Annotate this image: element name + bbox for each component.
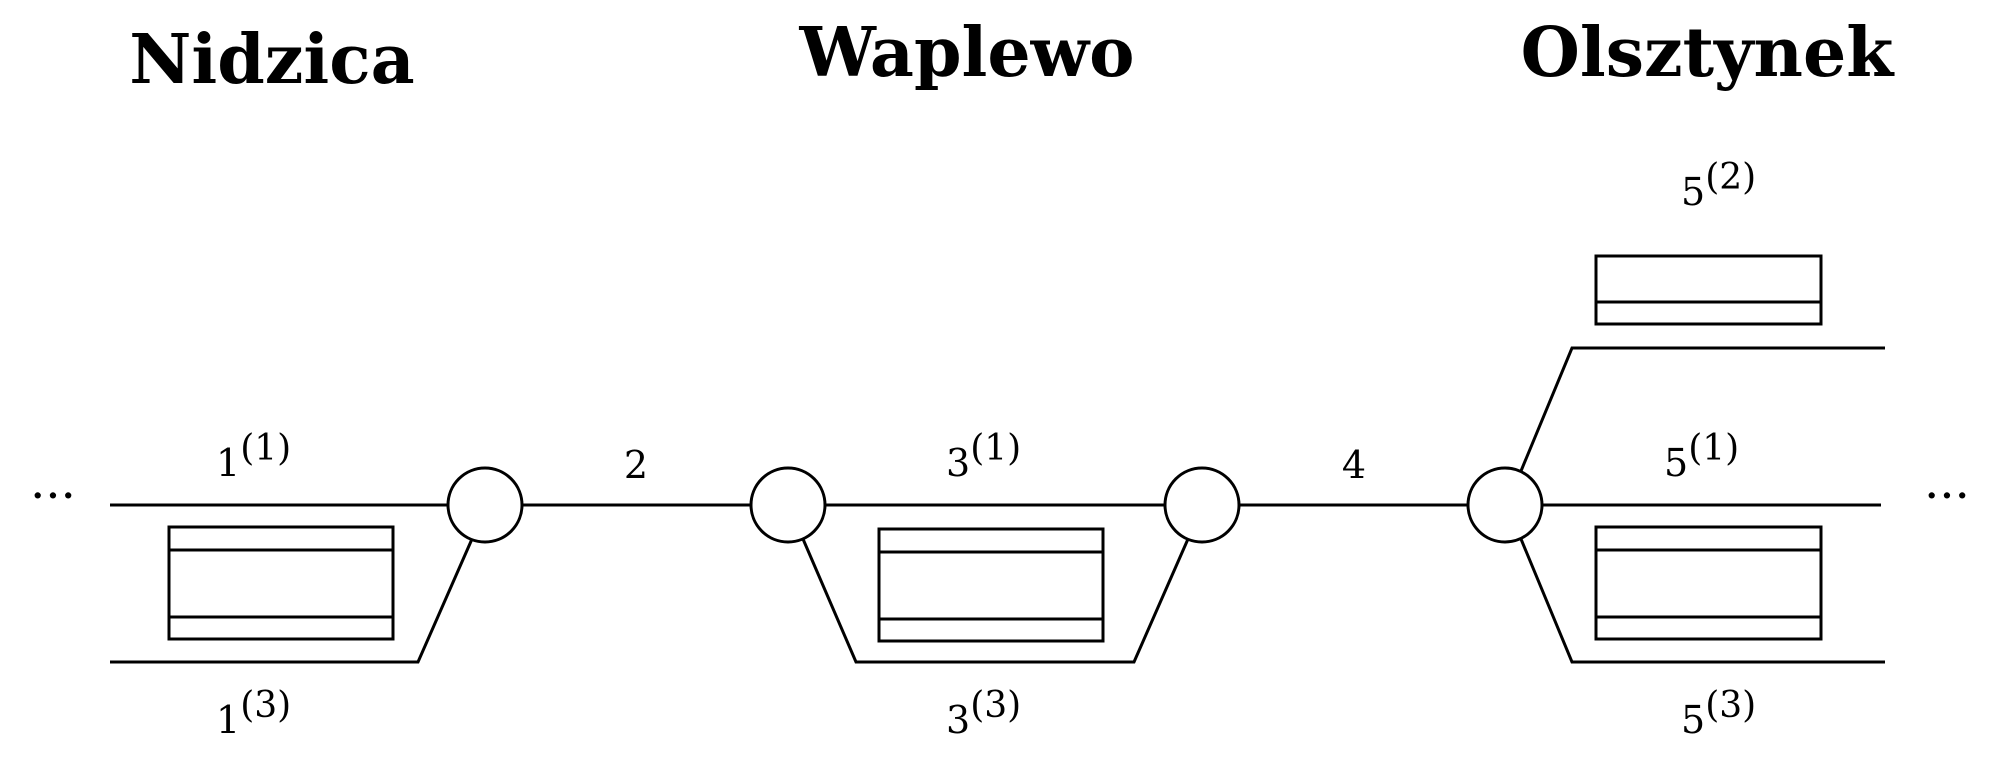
label-track-5-1: 5(1) bbox=[1664, 428, 1739, 485]
station-title-waplewo: Waplewo bbox=[798, 13, 1134, 93]
switch-waplewo-west bbox=[749, 466, 827, 544]
station-title-olsztynek: Olsztynek bbox=[1521, 13, 1896, 93]
continuation-left: ··· bbox=[30, 468, 76, 524]
station-waplewo bbox=[749, 466, 1241, 664]
track-5-2 bbox=[1519, 346, 1885, 472]
label-track-5-2: 5(2) bbox=[1681, 157, 1756, 214]
label-track-2: 2 bbox=[624, 443, 648, 487]
track-3-3 bbox=[801, 538, 1190, 664]
switch-waplewo-east bbox=[1163, 466, 1241, 544]
label-track-1-3: 1(3) bbox=[216, 685, 291, 742]
platform-olsztynek-top bbox=[1594, 254, 1823, 326]
platform-nidzica bbox=[167, 525, 395, 641]
platform-waplewo bbox=[877, 527, 1105, 643]
label-track-4: 4 bbox=[1342, 443, 1366, 487]
station-olsztynek bbox=[1466, 254, 1885, 664]
station-title-nidzica: Nidzica bbox=[129, 20, 414, 100]
label-track-5-3: 5(3) bbox=[1681, 685, 1756, 742]
label-track-3-1: 3(1) bbox=[946, 428, 1021, 485]
label-track-3-3: 3(3) bbox=[946, 685, 1021, 742]
continuation-right: ··· bbox=[1924, 468, 1970, 524]
label-track-1-1: 1(1) bbox=[216, 428, 291, 485]
switch-olsztynek-west bbox=[1466, 466, 1544, 544]
track-5-3 bbox=[1519, 538, 1885, 664]
track-1-3 bbox=[110, 538, 474, 664]
switch-nidzica-east bbox=[446, 466, 524, 544]
platform-olsztynek bbox=[1594, 525, 1823, 641]
station-nidzica bbox=[110, 466, 524, 664]
